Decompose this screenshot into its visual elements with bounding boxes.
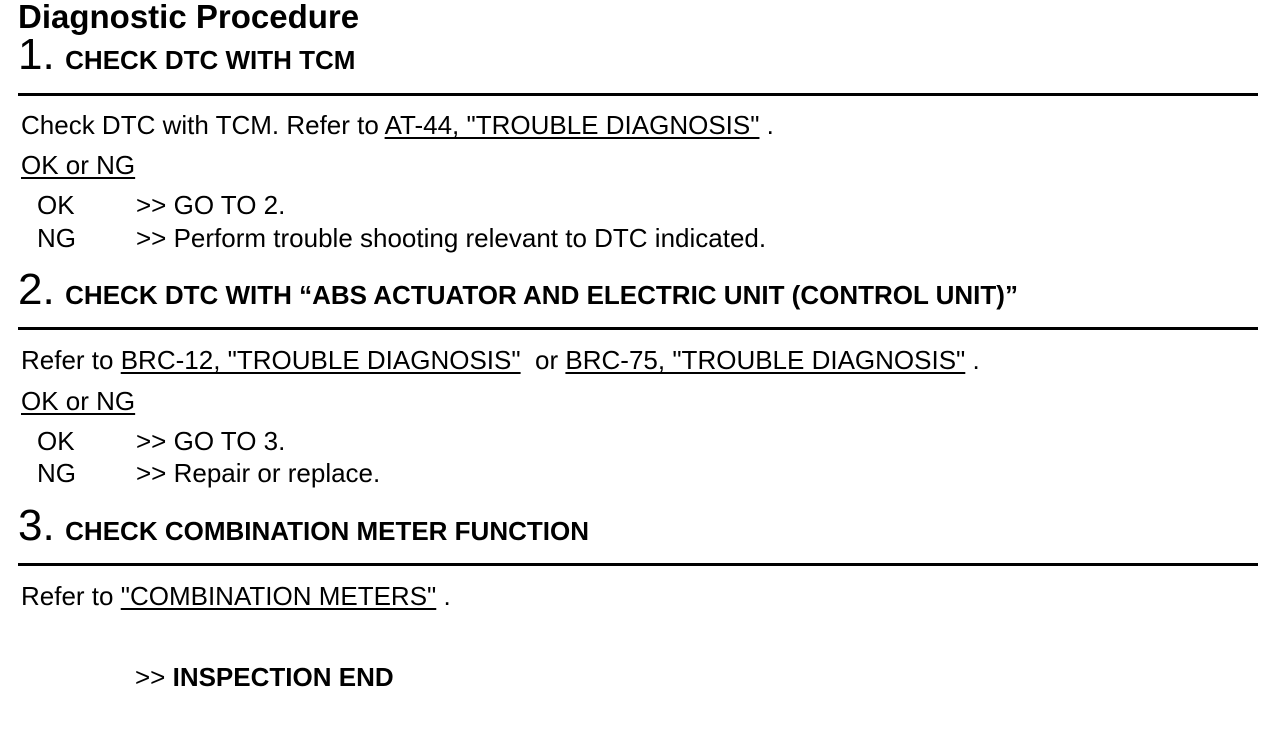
result-code: OK xyxy=(37,426,75,456)
result-action: >> GO TO 3. xyxy=(136,426,286,456)
step-2-number: 2. xyxy=(18,265,55,314)
result-code: OK xyxy=(37,190,75,220)
result-action: >> Perform trouble shooting relevant to … xyxy=(136,223,767,253)
step-1-header: 1. CHECK DTC WITH TCM xyxy=(18,30,355,80)
step-2-instruction: Refer to BRC-12, "TROUBLE DIAGNOSIS" or … xyxy=(21,345,980,376)
step-3-link-combination-meters[interactable]: "COMBINATION METERS" xyxy=(120,581,437,611)
step-3-number: 3. xyxy=(18,501,55,550)
step-3-header: 3. CHECK COMBINATION METER FUNCTION xyxy=(18,501,589,551)
inspection-end: >> INSPECTION END xyxy=(135,662,394,693)
result-code: NG xyxy=(37,458,76,488)
step-2-header: 2. CHECK DTC WITH “ABS ACTUATOR AND ELEC… xyxy=(18,265,1018,315)
step-1-number: 1. xyxy=(18,30,55,79)
inspection-end-label: INSPECTION END xyxy=(172,662,394,692)
step-1-text-before: Check DTC with TCM. Refer to xyxy=(21,110,385,140)
step-2-divider xyxy=(18,327,1258,330)
result-action: >> GO TO 2. xyxy=(136,190,286,220)
step-1-divider xyxy=(18,93,1258,96)
step-3-heading: CHECK COMBINATION METER FUNCTION xyxy=(65,516,589,546)
step-2-link-brc-12[interactable]: BRC-12, "TROUBLE DIAGNOSIS" xyxy=(120,345,521,375)
step-2-link-brc-75[interactable]: BRC-75, "TROUBLE DIAGNOSIS" xyxy=(565,345,966,375)
step-3-text-after: . xyxy=(436,581,451,611)
step-3-instruction: Refer to "COMBINATION METERS" . xyxy=(21,581,451,612)
step-2-text-before: Refer to xyxy=(21,345,121,375)
result-code: NG xyxy=(37,223,76,253)
step-1-text-after: . xyxy=(759,110,774,140)
step-1-ok-or-ng-label: OK or NG xyxy=(21,150,136,180)
step-1-instruction: Check DTC with TCM. Refer to AT-44, "TRO… xyxy=(21,110,774,141)
step-1-link-at-44[interactable]: AT-44, "TROUBLE DIAGNOSIS" xyxy=(384,110,760,140)
step-3-text-before: Refer to xyxy=(21,581,121,611)
step-1-heading: CHECK DTC WITH TCM xyxy=(65,45,356,75)
step-2-ok-or-ng-label: OK or NG xyxy=(21,386,136,416)
result-action: >> Repair or replace. xyxy=(136,458,381,488)
step-2-text-middle: or xyxy=(520,345,566,375)
step-3-divider xyxy=(18,563,1258,566)
page-title: Diagnostic Procedure xyxy=(18,0,360,35)
step-2-text-after: . xyxy=(965,345,980,375)
step-2-heading: CHECK DTC WITH “ABS ACTUATOR AND ELECTRI… xyxy=(65,280,1018,310)
inspection-end-prefix: >> xyxy=(135,662,173,692)
